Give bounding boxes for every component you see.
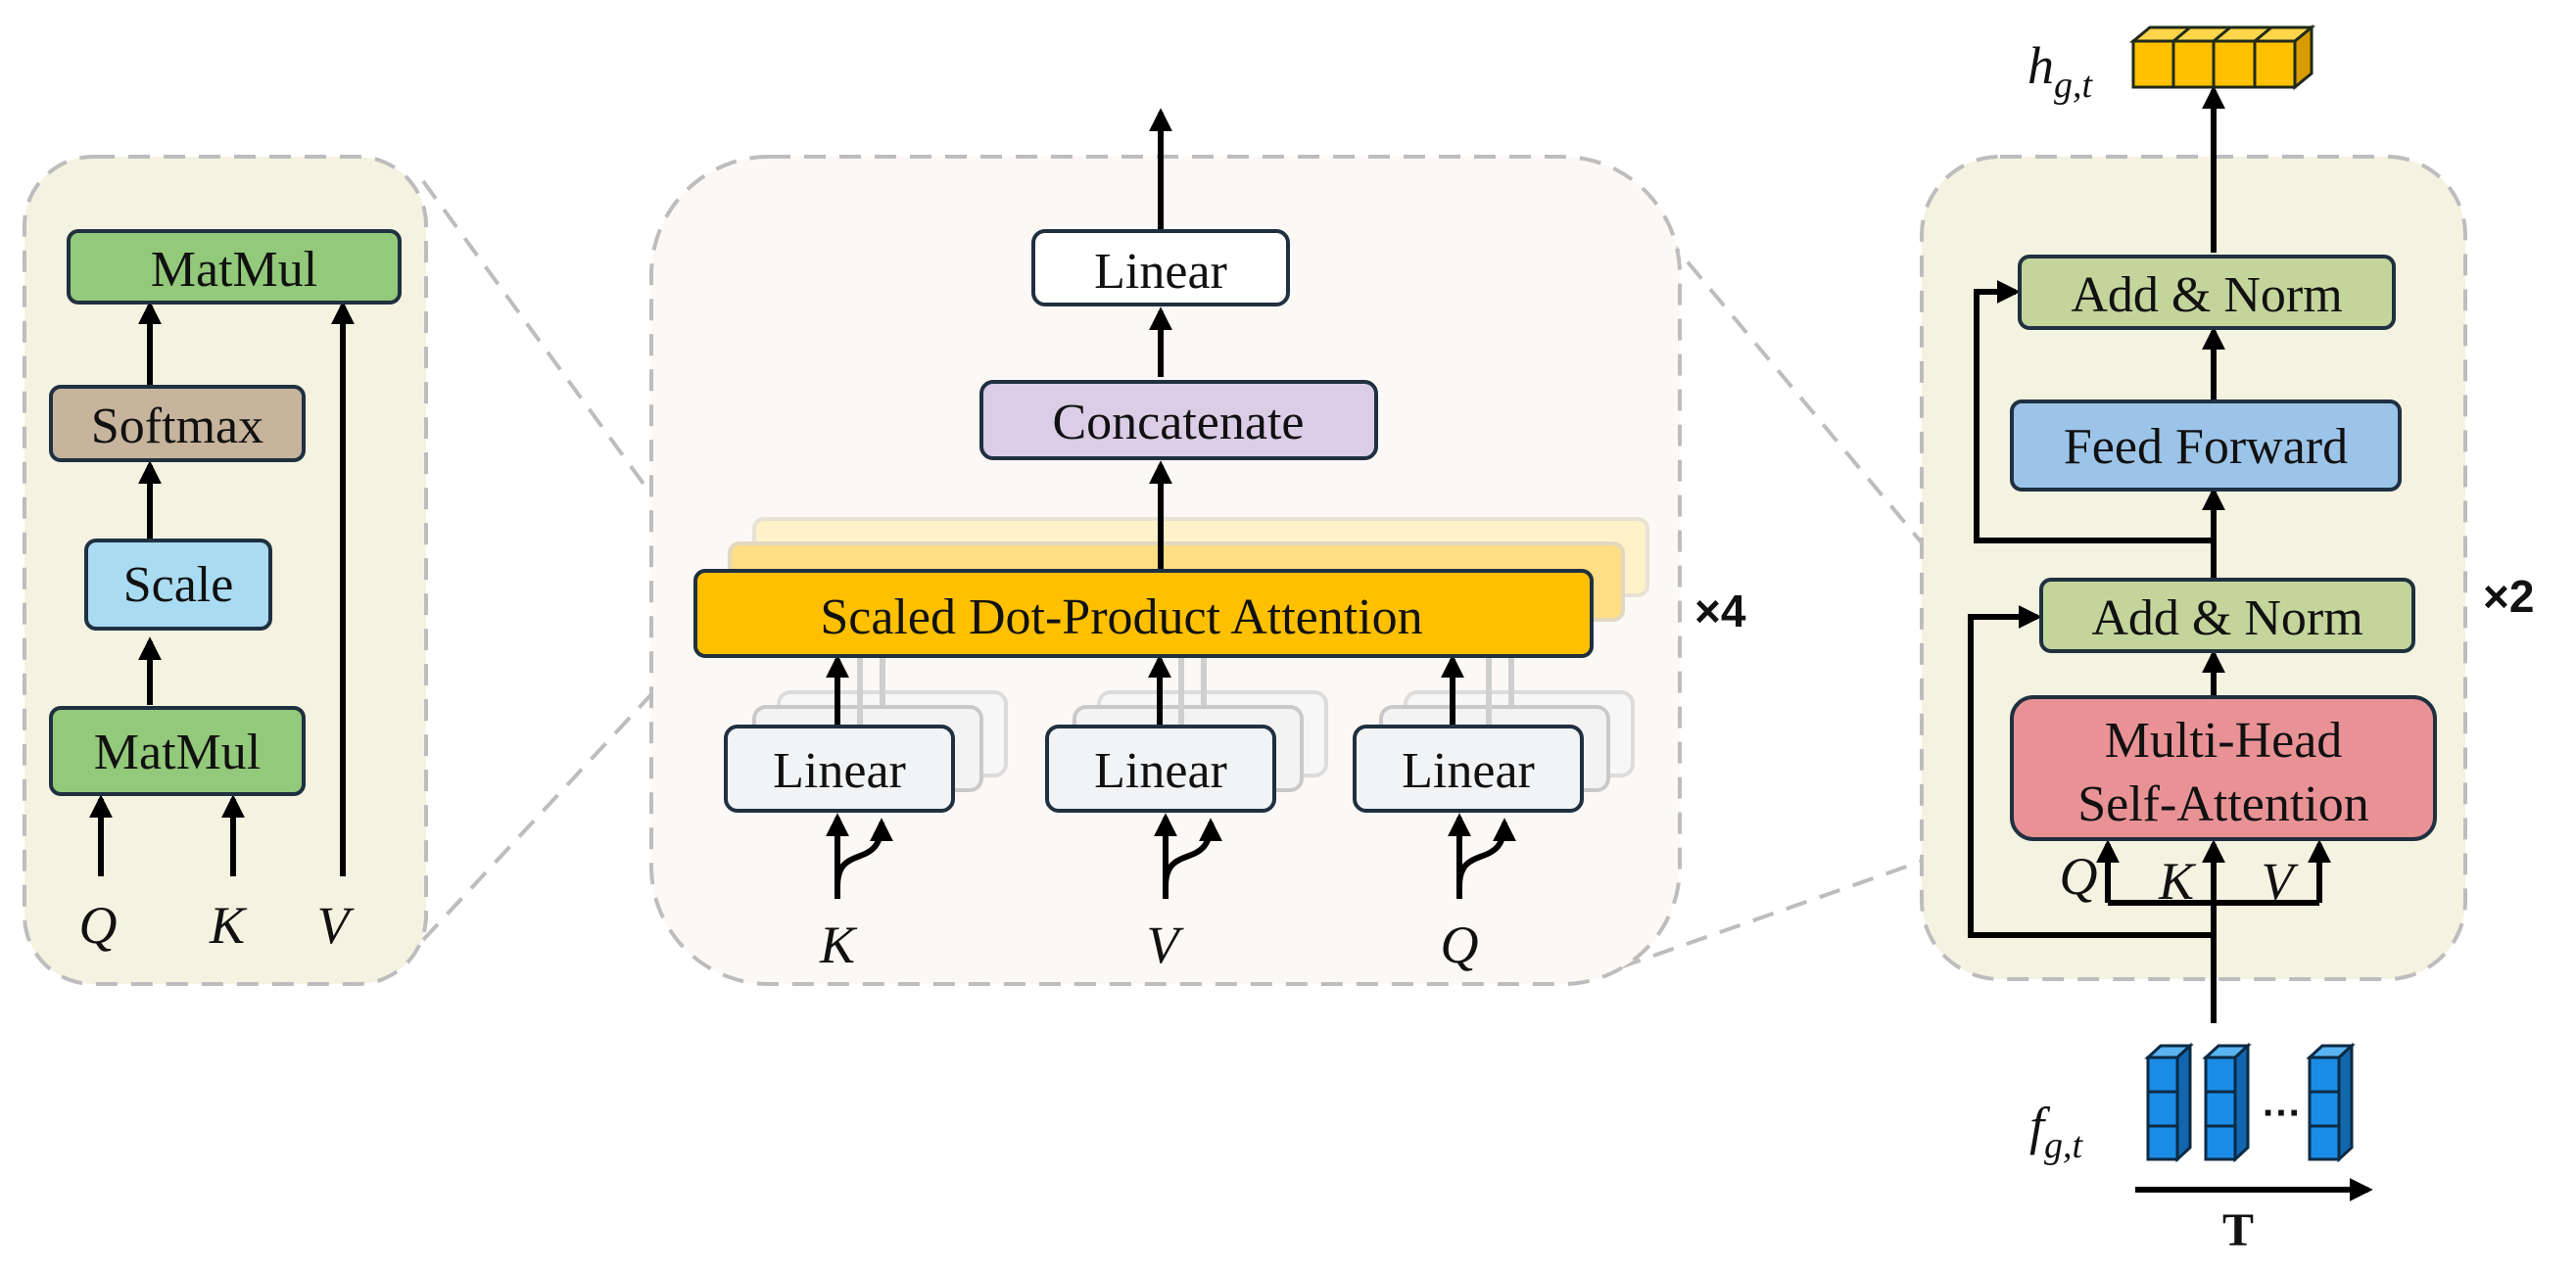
output-feature: hg,t: [2027, 23, 2316, 106]
linear-v-block: Linear: [1045, 725, 1276, 813]
softmax-label: Softmax: [91, 399, 263, 454]
input-q: Q: [79, 896, 118, 955]
matmul-top-block: MatMul: [67, 229, 402, 305]
add-norm-top-label: Add & Norm: [2071, 267, 2342, 323]
linear-k-label: Linear: [773, 743, 906, 799]
concatenate-block: Concatenate: [979, 380, 1378, 460]
feature-column-3: [2306, 1042, 2356, 1163]
linear-q-block: Linear: [1353, 725, 1584, 813]
scale-label: Scale: [123, 557, 234, 613]
scale-block: Scale: [84, 539, 272, 631]
linear-k-block: Linear: [724, 725, 955, 813]
svg-text:fg,t: fg,t: [2029, 1097, 2084, 1166]
input-k: K: [209, 896, 248, 955]
mhsa-label-line2: Self-Attention: [2077, 776, 2369, 832]
add-norm-bottom-block: Add & Norm: [2039, 578, 2415, 653]
input-features: fg,t ··· T: [2029, 1042, 2373, 1256]
output-subscript: g,t: [2054, 65, 2094, 106]
input-v: V: [317, 896, 356, 955]
linear-v-label: Linear: [1094, 743, 1227, 799]
matmul-bottom-block: MatMul: [49, 706, 306, 796]
feature-column-2: [2202, 1042, 2252, 1163]
linear-q-label: Linear: [1402, 743, 1535, 799]
output-symbol: h: [2027, 36, 2054, 95]
mhsa-k: K: [2158, 852, 2197, 911]
mhsa-label-line1: Multi-Head: [2105, 713, 2343, 769]
time-axis-label: T: [2222, 1204, 2254, 1256]
matmul-top-label: MatMul: [151, 242, 317, 298]
input-v: V: [1147, 916, 1185, 974]
mhsa-v: V: [2262, 852, 2300, 911]
scaled-attention-panel: MatMul Softmax Scale MatMul Q K V: [23, 155, 428, 986]
input-subscript: g,t: [2044, 1125, 2084, 1166]
feed-forward-block: Feed Forward: [2010, 399, 2402, 492]
feed-forward-label: Feed Forward: [2064, 419, 2348, 475]
multi-head-attention-panel: Linear Concatenate Scaled Dot-Product At…: [649, 108, 1746, 986]
heads-multiplier: ×4: [1694, 586, 1746, 636]
linear-top-block: Linear: [1031, 229, 1290, 306]
feature-column-1: [2144, 1042, 2194, 1163]
sdpa-label: Scaled Dot-Product Attention: [820, 589, 1422, 645]
input-k: K: [819, 916, 858, 974]
layers-multiplier: ×2: [2483, 571, 2534, 622]
ellipsis: ···: [2263, 1092, 2302, 1135]
encoder-panel: Add & Norm Feed Forward Add & Norm Multi…: [1920, 85, 2534, 1023]
add-norm-top-block: Add & Norm: [2018, 255, 2396, 330]
input-q: Q: [1441, 916, 1479, 974]
mhsa-q: Q: [2060, 847, 2098, 906]
output-cube-row: [2128, 23, 2316, 91]
svg-text:hg,t: hg,t: [2027, 36, 2094, 106]
add-norm-bottom-label: Add & Norm: [2091, 590, 2362, 646]
mhsa-block: Multi-Head Self-Attention: [2010, 695, 2437, 841]
softmax-block: Softmax: [49, 385, 306, 462]
matmul-bottom-label: MatMul: [94, 725, 261, 780]
concatenate-label: Concatenate: [1053, 395, 1305, 450]
linear-top-label: Linear: [1094, 244, 1227, 300]
sdpa-block: Scaled Dot-Product Attention: [693, 569, 1594, 658]
